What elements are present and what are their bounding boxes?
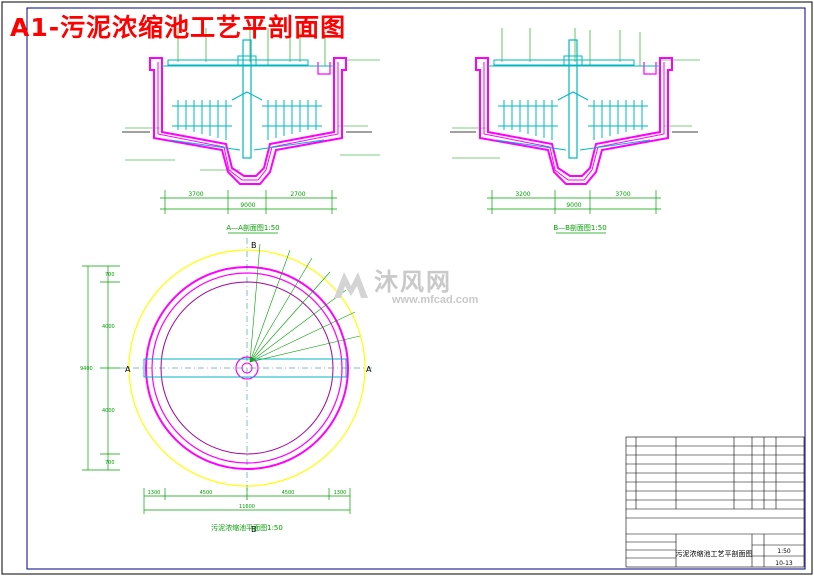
dim-b-1: 3200 — [515, 191, 530, 198]
drawing-title: A1-污泥浓缩池工艺平剖面图 — [10, 13, 347, 42]
plan-mark-b-bottom: B — [251, 525, 257, 534]
plan-dim-left-2: 4000 — [102, 324, 115, 330]
dim-a-total: 9000 — [240, 202, 255, 209]
plan-dim-bottom-total: 11600 — [239, 504, 255, 510]
dim-a-2: 2700 — [290, 191, 305, 198]
dim-b-total: 9000 — [566, 202, 581, 209]
watermark-logo-icon — [334, 272, 368, 298]
watermark-name: 沐风网 — [374, 269, 452, 296]
title-block-scale: 1:50 — [777, 548, 791, 555]
plan-dim-bottom-1: 1300 — [148, 490, 161, 496]
plan-dim-left-1: 700 — [105, 272, 115, 278]
plan-mark-a-right: A — [366, 365, 372, 374]
dim-a-1: 3700 — [188, 191, 203, 198]
plan-dim-left-3: 4000 — [102, 408, 115, 414]
watermark-url: www.mfcad.com — [392, 294, 479, 306]
title-block-drawing-name: 污泥浓缩池工艺平剖面图 — [676, 549, 753, 558]
plan-caption: 污泥浓缩池平面图1:50 — [211, 523, 283, 532]
plan-mark-a-left: A — [125, 365, 131, 374]
plan-dim-bottom-4: 1300 — [334, 490, 347, 496]
inner-frame — [26, 7, 806, 570]
section-a-drawing: 3700 2700 9000 A—A剖面图1:50 — [122, 28, 380, 234]
section-b-caption: B—B剖面图1:50 — [553, 223, 606, 232]
plan-dim-bottom-2: 4500 — [200, 490, 213, 496]
dim-b-2: 3700 — [615, 191, 630, 198]
title-block — [625, 436, 805, 568]
title-block-date: 10-13 — [775, 560, 793, 567]
plan-dim-left-4: 700 — [105, 460, 115, 466]
section-a-caption: A—A剖面图1:50 — [226, 223, 279, 232]
plan-drawing: A A B B 700 4000 4000 700 9400 1300 4500… — [80, 238, 372, 534]
plan-dim-left-total: 9400 — [80, 366, 93, 372]
plan-dim-bottom-3: 4500 — [282, 490, 295, 496]
plan-mark-b-top: B — [251, 241, 257, 250]
section-b-drawing: 3200 3700 9000 B—B剖面图1:50 — [450, 28, 700, 234]
